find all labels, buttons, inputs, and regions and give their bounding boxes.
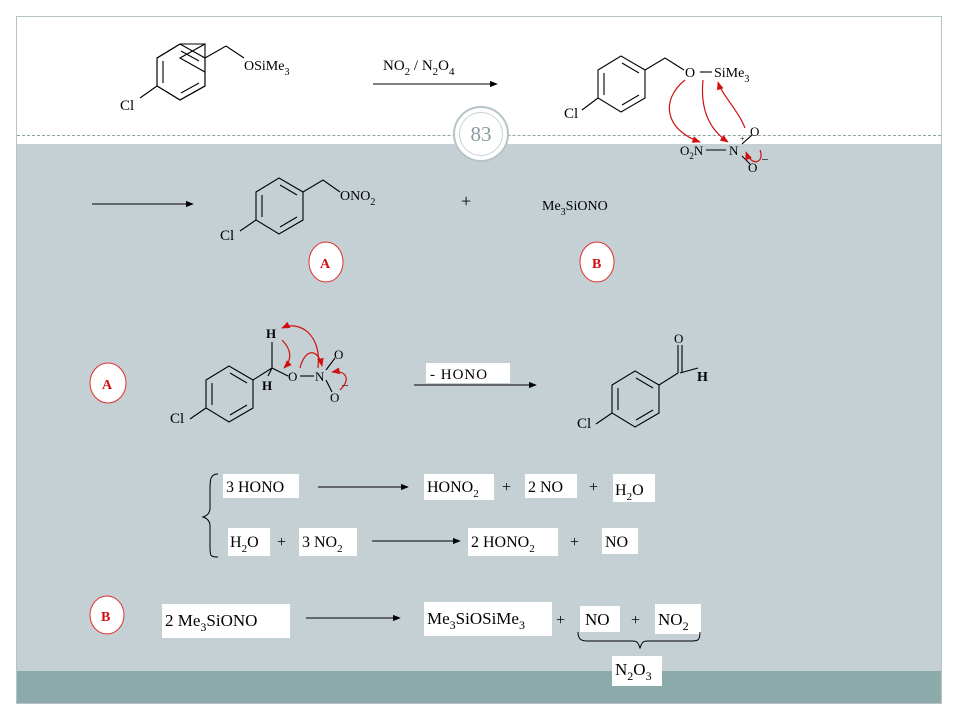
eq1-product1: HONO2	[427, 479, 479, 500]
label-B: B	[592, 257, 601, 272]
chlorine-atom: Cl	[170, 411, 184, 427]
eq2-product2: NO	[605, 534, 628, 551]
b-product3: NO2	[658, 610, 689, 633]
chlorine-atom: Cl	[120, 98, 134, 114]
chlorine-atom: Cl	[564, 106, 578, 122]
reactant-box	[228, 528, 270, 556]
hydrogen-atom: H	[697, 370, 708, 385]
oxygen-atom: O	[334, 347, 343, 362]
label-B: B	[101, 610, 110, 625]
n2o3-formula: N2O3	[615, 660, 652, 683]
eq2-reactant2: 3 NO2	[302, 534, 343, 555]
label-B-circle-2	[89, 595, 125, 635]
positive-charge: +	[740, 134, 745, 143]
page-number-badge: 83	[453, 106, 509, 162]
oxygen-atom: O	[750, 124, 759, 139]
product-A-molecule	[239, 177, 341, 235]
equation-brace	[201, 473, 219, 558]
plus-sign: +	[461, 191, 471, 211]
oxygen-atom: O	[748, 160, 757, 175]
eq2-product1: 2 HONO2	[471, 534, 535, 555]
aldehyde-molecule	[595, 345, 699, 428]
product-B-formula: Me3SiONO	[542, 199, 608, 218]
chlorine-atom: Cl	[577, 416, 591, 432]
product-box	[424, 602, 552, 636]
hydrogen-atom: H	[262, 378, 272, 393]
b-product1: Me3SiOSiMe3	[427, 609, 525, 632]
mechanism2-electron-arrows	[281, 321, 347, 391]
chlorine-atom: Cl	[220, 228, 234, 244]
b-product2: NO	[585, 610, 610, 629]
product-box	[613, 474, 655, 502]
b-reactant: 2 Me3SiONO	[165, 611, 257, 634]
reagent-label: NO2 / N2O4	[383, 58, 455, 78]
product-box	[602, 528, 638, 554]
mechanism1-electron-arrows	[668, 79, 762, 163]
plus-sign: +	[570, 534, 579, 551]
plus-sign: +	[589, 479, 598, 496]
plus-sign: +	[502, 479, 511, 496]
slide-body	[17, 144, 941, 671]
eq1-product3: H2O	[615, 482, 644, 503]
reactant-box	[299, 528, 357, 556]
reactant-group: OSiMe3	[244, 59, 289, 78]
nitrogen-atom: N	[729, 143, 739, 158]
oxygen-atom: O	[330, 390, 339, 405]
plus-sign: +	[277, 534, 286, 551]
reactant-box	[223, 474, 299, 498]
reactant-molecule	[139, 43, 245, 101]
oxygen-atom: O	[685, 66, 695, 81]
reactant-box	[162, 604, 290, 638]
product-box	[525, 474, 577, 498]
label-B-circle	[579, 241, 615, 283]
eq1-reactant: 3 HONO	[226, 479, 284, 496]
oxygen-atom: O	[674, 331, 683, 346]
slide-footer-band	[17, 671, 941, 703]
product-box	[468, 528, 558, 556]
nitrogen-atom: N	[315, 369, 325, 384]
negative-charge: –	[761, 151, 769, 165]
reagent-box	[426, 363, 510, 383]
page-number: 83	[470, 121, 492, 146]
product-box	[655, 604, 701, 634]
under-brace	[577, 631, 701, 650]
eq1-product2: 2 NO	[528, 479, 563, 496]
label-A: A	[102, 378, 113, 393]
oxygen-atom: O	[288, 369, 297, 384]
label-A: A	[320, 257, 331, 272]
plus-sign: +	[631, 612, 640, 629]
eq2-reactant1: H2O	[230, 534, 259, 555]
slide-frame	[16, 16, 942, 704]
mechanism2-molecule	[189, 342, 336, 423]
product-box	[580, 606, 620, 632]
label-A-circle	[308, 241, 344, 283]
product-box	[612, 656, 662, 686]
hydrogen-atom: H	[266, 326, 276, 341]
product-box	[424, 474, 494, 500]
plus-sign: +	[556, 612, 565, 629]
label-A-circle-2	[89, 362, 127, 404]
silyl-group: SiMe3	[714, 66, 749, 85]
nitro-group: O2N	[680, 143, 704, 161]
product-A-group: ONO2	[340, 189, 375, 208]
reagent-hono-label: - HONO	[430, 367, 488, 383]
